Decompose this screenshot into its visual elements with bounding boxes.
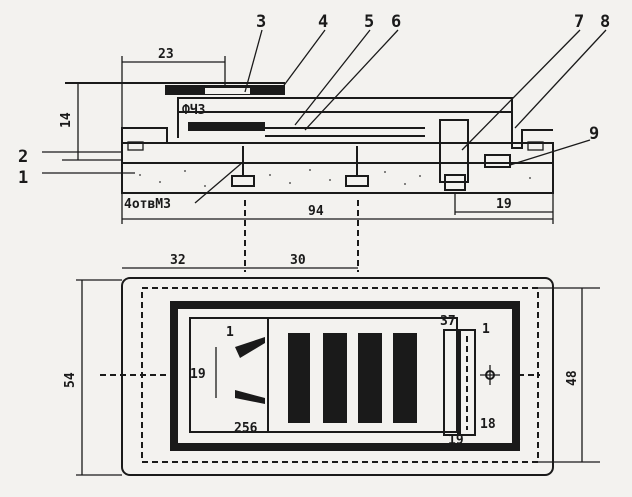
lid-outline — [177, 97, 553, 149]
dim-94: 94 — [308, 204, 324, 219]
pin-1-connector: 1 — [482, 322, 490, 337]
section-view: 23 14 ФЧЗ — [18, 12, 610, 272]
dim-23: 23 — [158, 47, 174, 62]
chip — [393, 333, 417, 423]
dim-14: 14 — [59, 112, 74, 128]
dim-54: 54 — [63, 372, 78, 388]
crosshair-mark — [480, 365, 500, 385]
chip — [323, 333, 347, 423]
callout-6: 6 — [391, 12, 401, 32]
callout-9: 9 — [589, 124, 599, 144]
housing-outline — [121, 277, 554, 476]
pin-19: 19 — [448, 433, 464, 448]
chip — [288, 333, 310, 423]
plan-view: 32 30 19 1 256 37 1 18 19 54 — [63, 253, 600, 476]
dim-32: 32 — [170, 253, 186, 268]
connector-pins — [459, 329, 476, 436]
dim-19: 19 — [496, 197, 512, 212]
part-9 — [484, 154, 511, 168]
callout-8: 8 — [600, 12, 610, 32]
dim-48: 48 — [565, 370, 580, 386]
mount-screw — [231, 175, 255, 187]
connector-base — [444, 174, 466, 191]
callout-1: 1 — [18, 168, 28, 188]
lead-group-bottom — [235, 390, 265, 404]
dim-30: 30 — [290, 253, 306, 268]
side-block — [121, 127, 168, 144]
callout-4: 4 — [318, 12, 328, 32]
base-plate — [121, 142, 554, 194]
component-label: ФЧЗ — [182, 103, 205, 118]
mount-screw — [345, 175, 369, 187]
dim-19-plan: 19 — [190, 367, 206, 382]
pin-256: 256 — [234, 421, 258, 436]
chip — [358, 333, 382, 423]
callout-leaders — [42, 29, 607, 204]
callout-5: 5 — [364, 12, 374, 32]
pin-1-left: 1 — [226, 325, 234, 340]
chip-stack — [188, 122, 265, 131]
callout-3: 3 — [256, 12, 266, 32]
connector-body — [439, 119, 469, 183]
pin-18: 18 — [480, 417, 496, 432]
pin-37: 37 — [440, 314, 456, 329]
holes-note: 4отвМ3 — [124, 197, 171, 212]
lead-group-top — [235, 337, 265, 358]
callout-2: 2 — [18, 147, 28, 167]
callout-7: 7 — [574, 12, 584, 32]
connector-strip — [443, 329, 459, 436]
cover-window — [205, 88, 250, 94]
dotted-layer — [139, 169, 531, 187]
